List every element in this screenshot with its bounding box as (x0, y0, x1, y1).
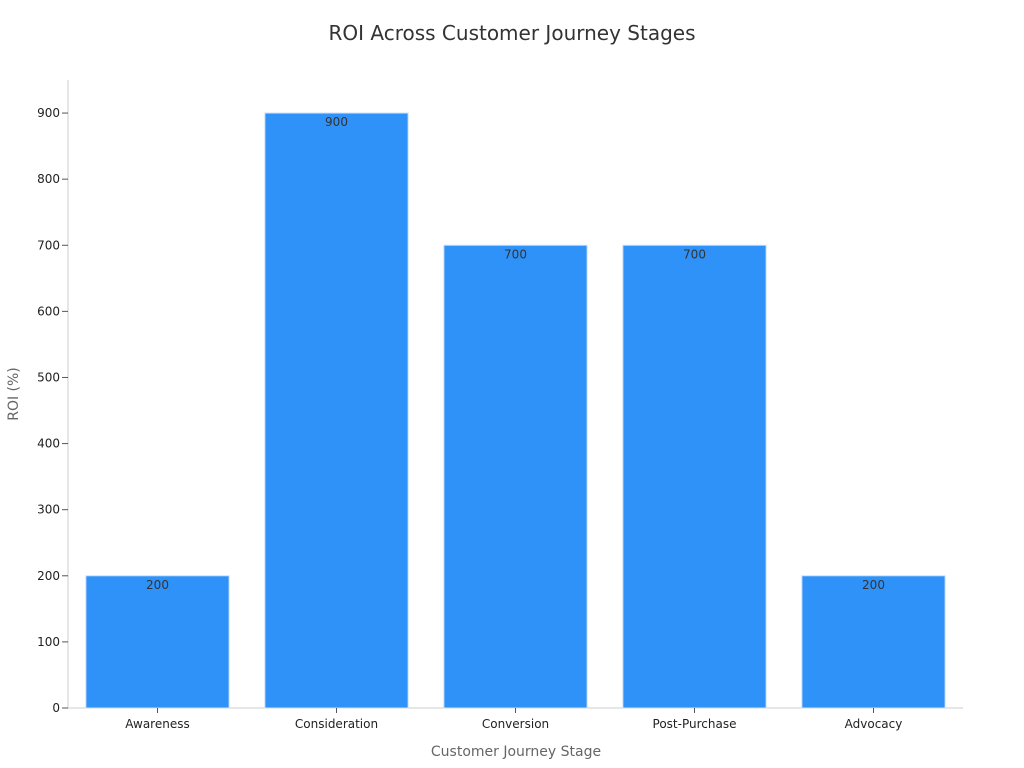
x-tick-label: Conversion (482, 717, 549, 731)
x-axis-ticks: Awareness Consideration Conversion Post-Pur… (125, 708, 902, 731)
bar-advocacy (801, 575, 946, 709)
y-tick-label: 900 (37, 106, 60, 120)
bar-conversion (443, 244, 588, 709)
y-tick-label: 500 (37, 370, 60, 384)
bar-post-purchase (622, 244, 767, 709)
bar-data-label: 200 (862, 578, 885, 592)
bar-consideration (264, 112, 409, 709)
x-tick-label: Advocacy (845, 717, 903, 731)
bars: 200 900 700 700 200 (85, 112, 946, 709)
y-tick-label: 600 (37, 304, 60, 318)
x-tick-label: Awareness (125, 717, 189, 731)
y-axis-ticks: 0 100 200 300 400 500 600 700 800 900 (37, 106, 68, 715)
x-tick-label: Consideration (295, 717, 378, 731)
bar-data-label: 700 (504, 247, 527, 261)
bar-data-label: 200 (146, 578, 169, 592)
bar-awareness (85, 575, 230, 709)
plot-area: 0 100 200 300 400 500 600 700 800 900 200 900 700 70… (37, 80, 963, 731)
bar-data-label: 700 (683, 247, 706, 261)
y-tick-label: 700 (37, 238, 60, 252)
y-tick-label: 400 (37, 437, 60, 451)
y-tick-label: 200 (37, 569, 60, 583)
y-tick-label: 800 (37, 172, 60, 186)
y-tick-label: 300 (37, 503, 60, 517)
chart-title: ROI Across Customer Journey Stages (328, 21, 695, 45)
bar-data-label: 900 (325, 115, 348, 129)
x-tick-label: Post-Purchase (653, 717, 737, 731)
y-tick-label: 100 (37, 635, 60, 649)
y-tick-label: 0 (52, 701, 60, 715)
y-axis-label: ROI (%) (6, 367, 22, 421)
x-axis-label: Customer Journey Stage (431, 744, 601, 760)
